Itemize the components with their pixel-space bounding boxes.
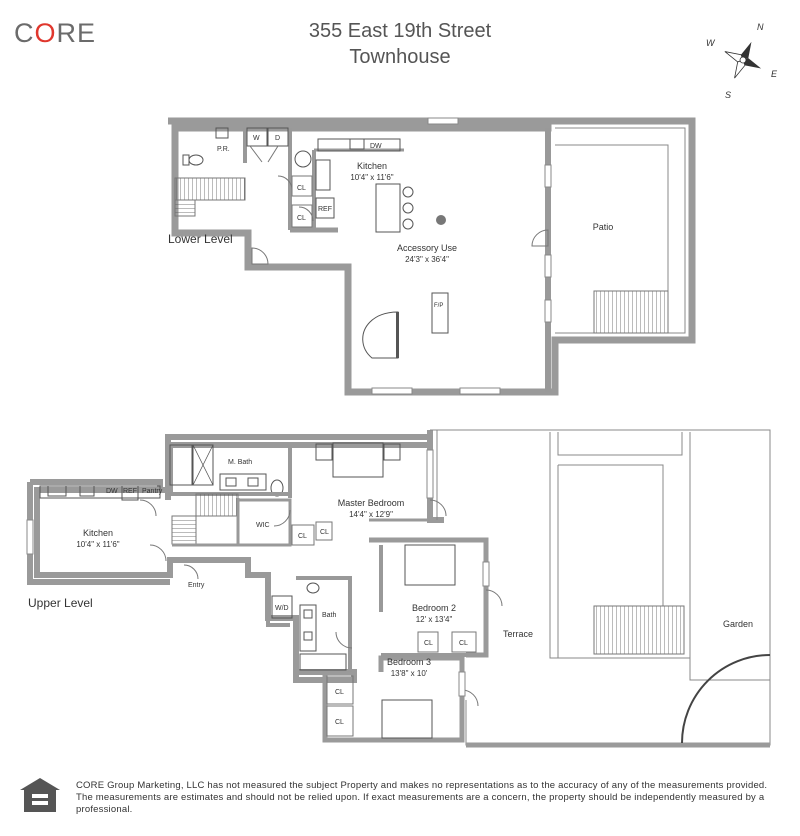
fireplace-icon (431, 292, 449, 334)
refrigerator-icon (315, 197, 335, 219)
washer-label: W (253, 135, 260, 142)
upper-ref-label: REF (123, 488, 137, 495)
patio-stairs (593, 290, 669, 334)
master-bed-icon (332, 442, 384, 478)
bedroom3-dim: 13'8" x 10' (391, 669, 428, 678)
terrace-stairs (593, 605, 685, 655)
powder-room-label: P.R. (217, 146, 230, 153)
bedroom3-label: Bedroom 3 (387, 657, 431, 667)
upper-dw-label: DW (106, 488, 118, 495)
washer-icon (246, 127, 268, 147)
upper-stove-icon (47, 485, 67, 497)
lower-level-label: Lower Level (168, 232, 233, 246)
equal-housing-opportunity-icon (20, 778, 60, 812)
stove-icon (315, 159, 331, 191)
upper-sink-icon (79, 485, 95, 497)
master-closet-b: CL (320, 529, 329, 536)
shower-icon (192, 444, 214, 486)
lower-level-plan (168, 117, 696, 396)
column (436, 215, 446, 225)
bedroom2-label: Bedroom 2 (412, 603, 456, 613)
accessory-use-label: Accessory Use (397, 243, 457, 253)
wic-label: WIC (256, 522, 270, 529)
logo-part-re: RE (56, 18, 97, 48)
lower-closet-2: CL (297, 215, 306, 222)
master-bedroom-dim: 14'4" x 12'9" (349, 510, 393, 519)
logo-part-c: C (14, 18, 35, 48)
bedroom2-dim: 12' x 13'4" (416, 615, 453, 624)
lower-closet-1: CL (297, 185, 306, 192)
master-bedroom-label: Master Bedroom (338, 498, 405, 508)
compass-n: N (757, 22, 764, 32)
accessory-use-dim: 24'3" x 36'4" (405, 255, 449, 264)
upper-level-plan (26, 429, 771, 748)
kitchen-island (375, 183, 401, 233)
fireplace-label: F/P (434, 303, 443, 309)
core-logo: CORE (14, 18, 96, 49)
toilet-icon (188, 154, 204, 166)
lower-kitchen-dim: 10'4" x 11'6" (350, 173, 393, 182)
property-type: Townhouse (349, 46, 451, 68)
disclaimer-text: CORE Group Marketing, LLC has not measur… (76, 780, 768, 815)
lower-kitchen-label: Kitchen (357, 161, 387, 171)
garden-label: Garden (723, 619, 753, 629)
bedroom2-closet-c: CL (424, 640, 433, 647)
upper-kitchen-dim: 10'4" x 11'6" (76, 540, 119, 549)
bedroom2-bed-icon (404, 544, 456, 586)
upper-ref-icon (121, 485, 139, 501)
garden-arc (681, 654, 771, 744)
piano-icon (362, 311, 399, 359)
lower-ref-label: REF (318, 206, 332, 213)
compass-rose-icon: N E S W (706, 22, 778, 100)
upper-kitchen-label: Kitchen (83, 528, 113, 538)
pantry-label: Pantry (142, 488, 163, 495)
sink-icon (215, 127, 229, 139)
upper-stairs (195, 493, 239, 517)
compass-s: S (725, 90, 731, 100)
logo-part-o: O (34, 18, 57, 48)
bath-label: Bath (322, 612, 337, 619)
upper-toilet-icon (306, 582, 320, 594)
address-title: 355 East 19th Street (308, 20, 492, 42)
bathtub-icon (169, 444, 193, 486)
dryer-label: D (275, 135, 280, 142)
bedroom3-closet-f: CL (335, 719, 344, 726)
upper-wd-label: W/D (275, 605, 289, 612)
entry-label: Entry (188, 582, 205, 589)
upper-wd-icon (271, 595, 293, 619)
master-closet-a: CL (298, 533, 307, 540)
compass-e: E (771, 69, 778, 79)
master-bath-label: M. Bath (228, 459, 252, 466)
compass-w: W (706, 38, 716, 48)
patio-label: Patio (593, 222, 614, 232)
lower-stairs (174, 177, 246, 201)
lower-dw-label: DW (370, 143, 382, 150)
upper-level-label: Upper Level (28, 596, 93, 610)
bedroom2-closet-d: CL (459, 640, 468, 647)
bedroom3-bed-icon (381, 699, 433, 739)
upper-bathtub-icon (299, 653, 347, 671)
terrace-label: Terrace (503, 629, 533, 639)
bedroom3-closet-e: CL (335, 689, 344, 696)
